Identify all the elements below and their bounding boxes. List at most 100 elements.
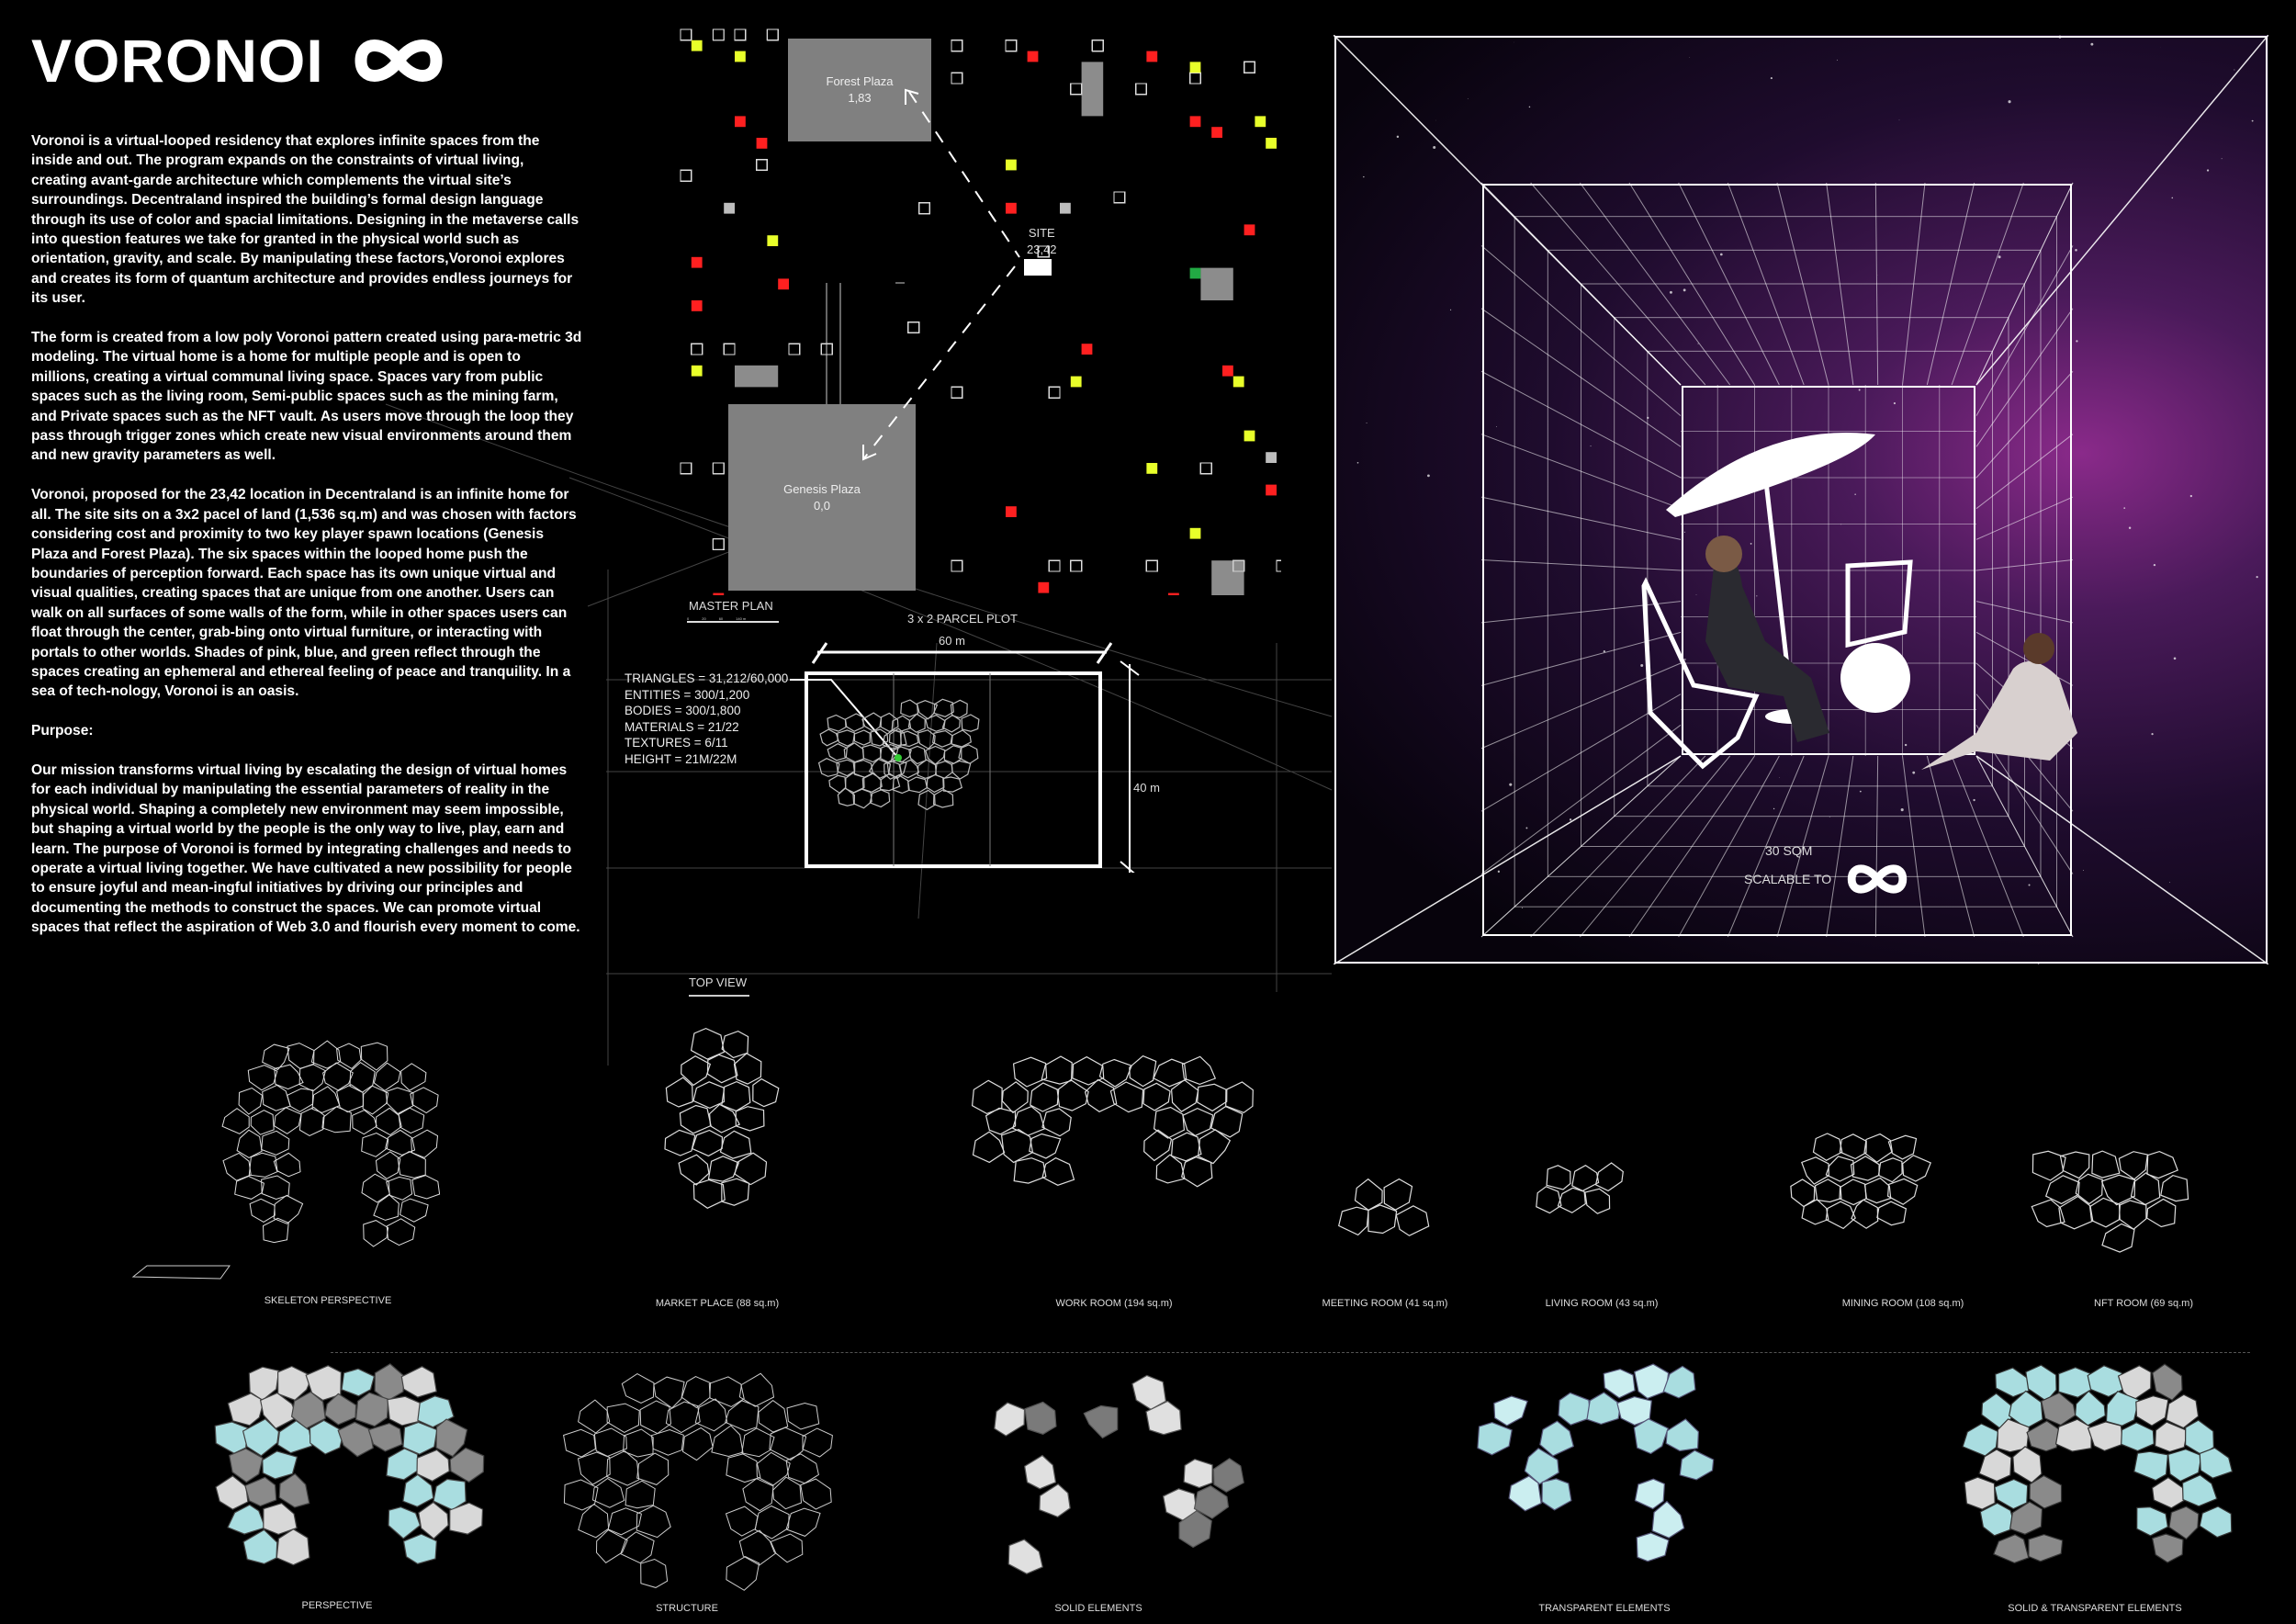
voronoi-cell (578, 1399, 611, 1434)
star (1647, 416, 1649, 419)
voronoi-cell (837, 787, 856, 806)
voronoi-cell (2087, 1421, 2124, 1452)
voronoi-cell (2181, 1474, 2218, 1507)
description-text: Voronoi is a virtual-looped residency th… (31, 131, 582, 957)
voronoi-cell (273, 1194, 304, 1224)
voronoi-cell (1662, 1365, 1696, 1399)
yellow-parcel-marker (1266, 138, 1277, 149)
star (2028, 884, 2031, 886)
voronoi-cell (309, 1419, 344, 1455)
parcel-stats: TRIANGLES = 31,212/60,000 ENTITIES = 300… (625, 671, 788, 767)
voronoi-cell (625, 1480, 656, 1509)
red-parcel-marker (1266, 484, 1277, 496)
voronoi-cell (1041, 1156, 1075, 1186)
parcel-block (918, 202, 930, 215)
voronoi-cell (868, 758, 892, 779)
voronoi-cell (2087, 1365, 2124, 1398)
voronoi-cell (433, 1478, 467, 1511)
voronoi-cell (274, 1107, 302, 1134)
voronoi-cell (899, 759, 920, 779)
star (2090, 42, 2094, 46)
star (1640, 664, 1644, 668)
red-parcel-marker (1006, 202, 1017, 214)
voronoi-cell (449, 1502, 484, 1535)
parcel-block (1037, 245, 1050, 258)
voronoi-cell (1887, 1134, 1918, 1160)
voronoi-cell (2029, 1474, 2063, 1509)
voronoi-cell (375, 1151, 401, 1179)
master-plan-label: MASTER PLAN (689, 599, 773, 613)
solid-transparent-elements-form (1962, 1363, 2234, 1564)
top-view-label: TOP VIEW (689, 976, 748, 989)
voronoi-cell (721, 1080, 751, 1112)
voronoi-cell (2152, 1363, 2183, 1402)
voronoi-cell (1007, 1539, 1043, 1574)
title-text: VORONOI (31, 27, 324, 95)
voronoi-cell (1801, 1156, 1829, 1185)
voronoi-cell (869, 789, 891, 808)
stat-textures: TEXTURES = 6/11 (625, 736, 728, 750)
star (2123, 507, 2126, 509)
parcel-block (951, 559, 963, 572)
voronoi-cell (623, 1428, 654, 1458)
caption-transparent-elements: TRANSPARENT ELEMENTS (1538, 1603, 1671, 1614)
voronoi-cell (248, 1152, 278, 1178)
voronoi-cell (1477, 1421, 1513, 1456)
voronoi-cell (636, 1452, 670, 1485)
voronoi-cell (925, 714, 946, 732)
grey-parcel-marker (724, 202, 735, 214)
star (1756, 595, 1758, 597)
voronoi-cell (706, 1054, 738, 1084)
voronoi-cell (734, 1152, 768, 1186)
grid-ring (1647, 350, 1993, 787)
infinity-icon (1847, 864, 1908, 894)
voronoi-cell (262, 1084, 291, 1111)
caption-meeting-room: MEETING ROOM (41 sq.m) (1322, 1298, 1448, 1309)
parcel-block (1005, 39, 1018, 52)
voronoi-cell (373, 1194, 400, 1221)
form-paragraph: The form is created from a low poly Voro… (31, 330, 582, 464)
voronoi-cell (1210, 1105, 1244, 1138)
voronoi-cell (800, 1478, 832, 1510)
master-plan-grid (680, 28, 1281, 595)
voronoi-cell (681, 1427, 714, 1461)
voronoi-cell (1225, 1081, 1254, 1113)
voronoi-cell (385, 1087, 414, 1115)
parcel-block (712, 538, 725, 550)
yellow-parcel-marker (1189, 527, 1201, 539)
yellow-parcel-marker (1189, 62, 1201, 73)
voronoi-cell (1979, 1502, 2017, 1537)
voronoi-cell (1083, 1404, 1119, 1439)
voronoi-cell (917, 729, 936, 750)
forest-plaza-coords: 1,83 (848, 91, 872, 105)
voronoi-cell (298, 1064, 326, 1092)
voronoi-cell (772, 1476, 803, 1510)
voronoi-cell (398, 1107, 425, 1134)
voronoi-cell (215, 1475, 249, 1510)
grey-parcel-marker (1266, 452, 1277, 463)
yellow-parcel-marker (767, 235, 779, 246)
voronoi-cell (884, 760, 903, 780)
yellow-parcel-marker (691, 39, 703, 51)
voronoi-cell (1616, 1395, 1652, 1427)
star (2251, 119, 2254, 122)
voronoi-cell (741, 1427, 775, 1458)
stat-materials: MATERIALS = 21/22 (625, 719, 739, 734)
master-plan-scale-bar: 0 20 60 140 m (687, 616, 779, 623)
voronoi-cell (1029, 1133, 1062, 1159)
voronoi-cell (276, 1419, 313, 1454)
voronoi-cell (1338, 1206, 1369, 1236)
voronoi-cell (942, 776, 963, 793)
voronoi-cell (726, 1453, 761, 1483)
voronoi-cell (892, 774, 910, 795)
voronoi-cell (362, 1085, 389, 1115)
voronoi-cell (1024, 1401, 1057, 1435)
plaza-route-arrows (862, 88, 1020, 461)
voronoi-cell (2091, 1150, 2121, 1179)
voronoi-cell (665, 1401, 701, 1434)
voronoi-cell (961, 714, 980, 732)
voronoi-cell (410, 1087, 439, 1114)
voronoi-cell (926, 773, 945, 794)
voronoi-cell (1902, 1155, 1931, 1182)
voronoi-cell (1001, 1081, 1029, 1114)
